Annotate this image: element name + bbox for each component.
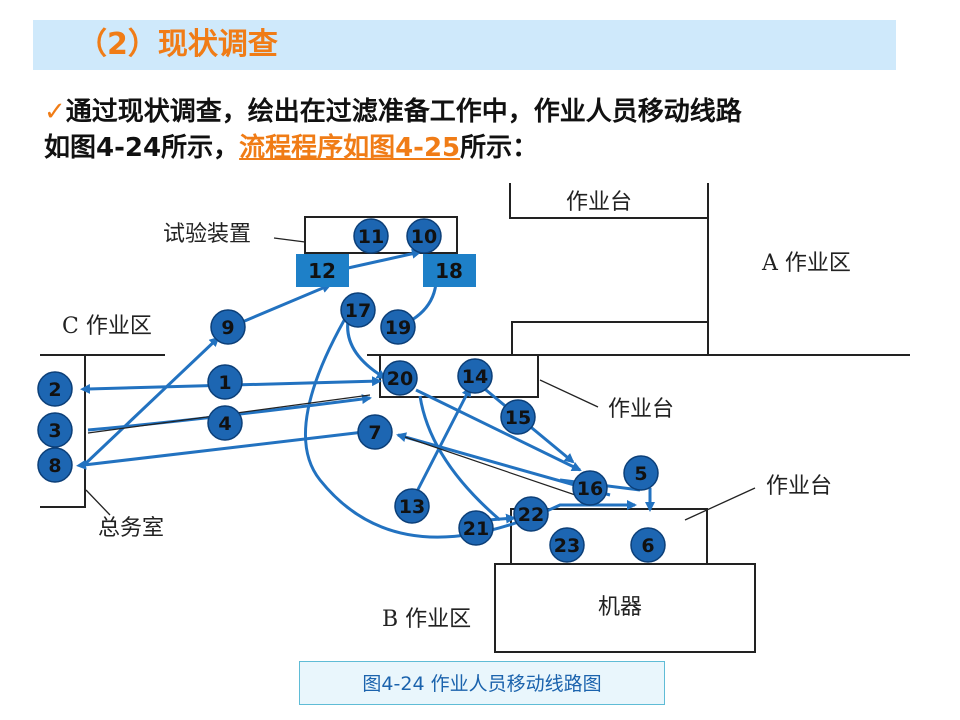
label-test-device: 试验装置: [163, 222, 251, 247]
step-circle-label-13: 13: [399, 496, 425, 518]
step-circle-label-21: 21: [463, 518, 489, 540]
step-circle-label-7: 7: [368, 422, 381, 444]
step-box-label-12: 12: [308, 259, 336, 283]
step-circle-label-16: 16: [577, 478, 603, 500]
step-circle-label-11: 11: [358, 226, 384, 248]
step-circle-4: [207, 405, 243, 441]
label-workbench-mid: 作业台: [608, 397, 674, 422]
step-circle-15: [500, 399, 536, 435]
step-circle-5: [623, 455, 659, 491]
machine-box: [494, 563, 756, 653]
step-circle-label-15: 15: [505, 407, 531, 429]
step-box-18: [423, 254, 476, 287]
label-workbench-top: 作业台: [566, 190, 632, 215]
step-circle-label-6: 6: [641, 535, 654, 557]
label-workbench-right: 作业台: [766, 474, 832, 499]
step-circle-14: [457, 358, 493, 394]
step-circle-1: [207, 364, 243, 400]
step-circle-13: [394, 488, 430, 524]
step-circle-6: [630, 527, 666, 563]
flow-chart-link[interactable]: 流程程序如图4-25: [239, 133, 461, 163]
step-box-label-18: 18: [435, 259, 463, 283]
step-circle-7: [357, 414, 393, 450]
intro-line2-a: 如图4-24所示，: [44, 133, 240, 163]
step-circle-label-14: 14: [462, 366, 488, 388]
step-circle-21: [458, 510, 494, 546]
intro-line1: 通过现状调查，绘出在过滤准备工作中，作业人员移动线路: [65, 97, 742, 127]
step-circle-label-4: 4: [218, 413, 231, 435]
label-zone-b: B 作业区: [382, 607, 471, 632]
step-circle-19: [380, 309, 416, 345]
step-circle-22: [513, 496, 549, 532]
label-zone-a: A 作业区: [761, 251, 851, 276]
step-circle-16: [572, 470, 608, 506]
step-circle-label-17: 17: [345, 300, 371, 322]
step-circle-label-19: 19: [385, 317, 411, 339]
step-circle-2: [37, 371, 73, 407]
step-circle-9: [210, 309, 246, 345]
step-circle-label-8: 8: [48, 455, 61, 477]
step-box-12: [296, 254, 349, 287]
step-circle-3: [37, 412, 73, 448]
step-circle-8: [37, 447, 73, 483]
label-general-office: 总务室: [98, 516, 164, 541]
label-machine: 机器: [598, 595, 642, 620]
box-steps: 12 18: [296, 254, 476, 287]
intro-text: ✓通过现状调查，绘出在过滤准备工作中，作业人员移动线路 如图4-24所示，流程程…: [44, 94, 924, 166]
step-circle-label-23: 23: [554, 535, 580, 557]
test-device-box: [304, 216, 458, 254]
intro-line2-b: 所示：: [460, 133, 539, 163]
step-circle-23: [549, 527, 585, 563]
step-circle-label-2: 2: [48, 379, 61, 401]
zone-a-step: [511, 321, 708, 355]
step-circle-label-10: 10: [411, 226, 437, 248]
step-circle-label-3: 3: [48, 420, 61, 442]
step-circle-11: [353, 218, 389, 254]
general-office-wall: [40, 355, 86, 508]
step-circle-17: [340, 292, 376, 328]
title-bar: （2）现状调查: [33, 20, 896, 70]
figure-caption: 图4-24 作业人员移动线路图: [299, 661, 665, 705]
check-icon: ✓: [44, 97, 66, 127]
label-zone-c: C 作业区: [62, 314, 152, 339]
step-circle-label-22: 22: [518, 504, 544, 526]
route-lines: [76, 248, 655, 539]
step-circle-label-5: 5: [634, 463, 647, 485]
step-circle-label-1: 1: [218, 372, 231, 394]
step-circle-label-20: 20: [387, 368, 413, 390]
step-circle-20: [382, 360, 418, 396]
step-circle-10: [406, 218, 442, 254]
step-circle-label-9: 9: [221, 317, 234, 339]
slide-title: （2）现状调查: [77, 27, 278, 62]
